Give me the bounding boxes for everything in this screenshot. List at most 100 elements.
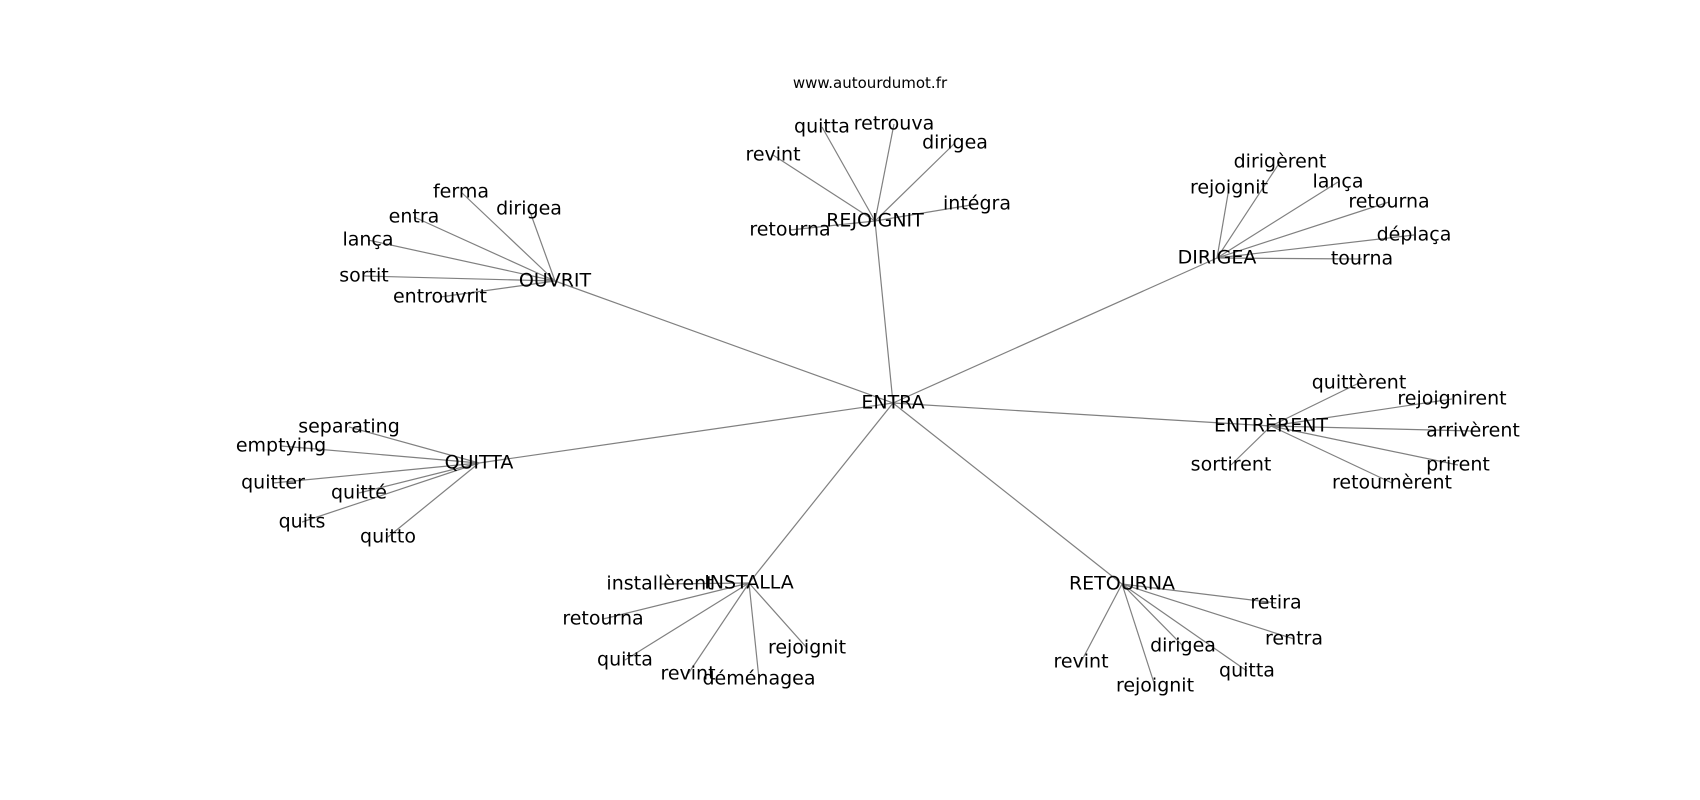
- hub-node: INSTALLA: [704, 572, 794, 594]
- leaf-node: prirent: [1426, 454, 1490, 476]
- leaf-node: quitta: [1219, 660, 1275, 682]
- leaf-node: quittèrent: [1312, 372, 1407, 394]
- leaf-node: retournèrent: [1332, 472, 1452, 494]
- leaf-node: installèrent: [606, 573, 713, 595]
- edge-center-6: [892, 402, 1123, 585]
- edge-2-3: [1216, 201, 1390, 259]
- leaf-node: déménagea: [702, 668, 815, 690]
- leaf-node: retira: [1250, 592, 1301, 614]
- edge-2-0: [1216, 161, 1281, 259]
- edge-0-5: [789, 220, 876, 231]
- leaf-node: dirigea: [496, 198, 562, 220]
- hub-node: ENTRÈRENT: [1214, 414, 1328, 437]
- edge-5-5: [748, 582, 808, 649]
- leaf-node: ferma: [433, 181, 489, 203]
- edge-3-5: [1270, 425, 1393, 484]
- leaf-node: retrouva: [854, 113, 934, 135]
- leaf-node: quits: [279, 511, 326, 533]
- hub-node: OUVRIT: [519, 270, 592, 292]
- edge-2-5: [1216, 257, 1363, 260]
- leaf-node: rejoignit: [1116, 675, 1194, 697]
- edge-1-0: [460, 191, 556, 282]
- edge-0-0: [821, 126, 876, 222]
- hub-node: DIRIGEA: [1178, 247, 1257, 269]
- leaf-node: rejoignirent: [1397, 388, 1506, 410]
- leaf-node: quitta: [794, 116, 850, 138]
- edge-0-3: [874, 142, 956, 222]
- edge-center-2: [892, 257, 1218, 404]
- leaf-node: dirigea: [1150, 635, 1216, 657]
- edge-4-2: [272, 462, 480, 484]
- leaf-node: sortirent: [1191, 454, 1272, 476]
- leaf-node: quitter: [241, 472, 305, 494]
- leaf-node: rejoignit: [768, 637, 846, 659]
- leaf-node: dirigea: [922, 132, 988, 154]
- edge-5-2: [624, 582, 750, 661]
- edge-4-3: [358, 462, 480, 494]
- edge-6-1: [1121, 583, 1295, 640]
- edges-layer: [272, 123, 1474, 687]
- edge-0-1: [874, 123, 895, 222]
- edge-1-4: [363, 275, 556, 282]
- edge-1-1: [528, 208, 556, 282]
- leaf-node: entra: [389, 206, 440, 228]
- edge-2-4: [1216, 234, 1415, 259]
- leaf-node: rejoignit: [1190, 177, 1268, 199]
- edge-center-5: [748, 402, 894, 584]
- edge-6-0: [1121, 583, 1277, 604]
- leaf-node: rentra: [1265, 628, 1323, 650]
- leaf-node: separating: [298, 416, 400, 438]
- hub-node: RETOURNA: [1069, 573, 1175, 595]
- edge-6-3: [1121, 583, 1248, 672]
- leaf-node: revint: [1053, 651, 1108, 673]
- leaf-node: dirigèrent: [1234, 151, 1327, 173]
- edge-3-1: [1270, 398, 1453, 427]
- leaf-node: retourna: [1348, 191, 1429, 213]
- hub-node: QUITTA: [445, 452, 514, 474]
- edge-3-2: [1270, 425, 1474, 432]
- edge-2-1: [1216, 187, 1230, 259]
- leaf-node: intégra: [943, 193, 1011, 215]
- edge-6-4: [1080, 583, 1123, 663]
- leaf-node: lança: [1312, 171, 1363, 193]
- edge-1-2: [413, 216, 556, 282]
- leaf-node: quitto: [360, 526, 416, 548]
- leaf-node: revint: [660, 663, 715, 685]
- leaf-node: quitté: [331, 482, 387, 504]
- leaf-node: déplaça: [1377, 224, 1452, 246]
- edge-center-3: [892, 402, 1272, 427]
- leaf-node: quitta: [597, 649, 653, 671]
- leaf-node: tourna: [1331, 248, 1393, 270]
- edge-4-0: [348, 426, 480, 464]
- leaf-node: retourna: [749, 219, 830, 241]
- edge-1-3: [367, 239, 556, 282]
- edge-6-5: [1121, 583, 1156, 687]
- edge-4-4: [301, 462, 480, 523]
- edge-5-1: [602, 582, 750, 620]
- edge-4-5: [387, 462, 480, 538]
- edge-0-4: [874, 203, 978, 222]
- edge-4-1: [280, 445, 480, 464]
- edge-3-0: [1270, 382, 1360, 427]
- edge-center-0: [874, 220, 894, 404]
- leaf-node: revint: [745, 144, 800, 166]
- center-node: ENTRA: [861, 392, 924, 414]
- edge-5-3: [687, 582, 750, 675]
- edge-center-4: [478, 402, 894, 464]
- edge-3-4: [1270, 425, 1459, 466]
- leaf-node: entrouvrit: [393, 286, 487, 308]
- leaf-node: sortit: [339, 265, 389, 287]
- site-label: www.autourdumot.fr: [793, 74, 948, 92]
- edge-5-0: [659, 582, 750, 585]
- edge-5-4: [748, 582, 760, 680]
- leaf-node: emptying: [236, 435, 326, 457]
- leaf-node: lança: [342, 229, 393, 251]
- leaf-node: retourna: [562, 608, 643, 630]
- edge-3-3: [1230, 425, 1272, 466]
- leaf-node: arrivèrent: [1426, 420, 1520, 442]
- edge-center-1: [554, 280, 894, 404]
- edge-2-2: [1216, 181, 1339, 259]
- edge-6-2: [1121, 583, 1184, 647]
